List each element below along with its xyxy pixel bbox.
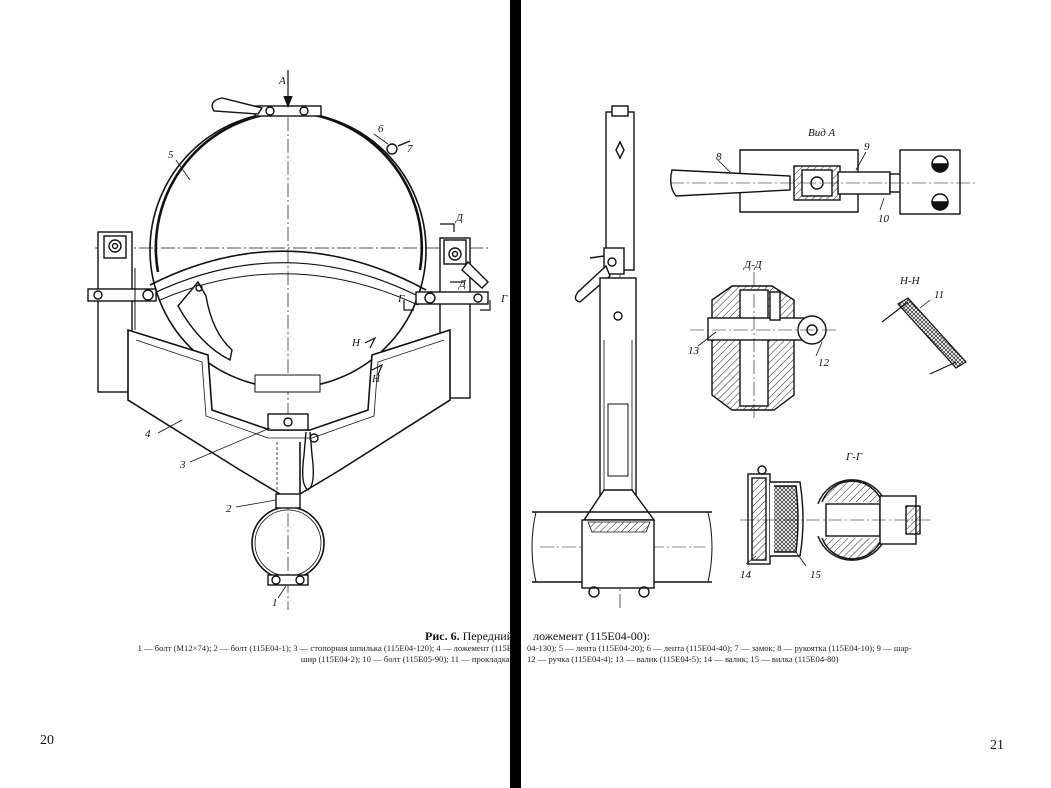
label-12: 12 (818, 357, 830, 369)
label-section-dd-title: Д-Д (743, 259, 763, 271)
figure-legend-right: 04-130); 5 — лента (115Е04-20); 6 — лент… (527, 643, 1007, 665)
label-10: 10 (878, 213, 890, 225)
label-5: 5 (168, 149, 174, 161)
label-view-a-title: Вид А (808, 127, 836, 139)
legend-right-line-2: 12 — ручка (115Е04-4); 13 — валик (115Е0… (527, 654, 839, 664)
cradle-body (127, 328, 451, 501)
book-gutter (510, 0, 521, 788)
label-6: 6 (378, 123, 384, 135)
legend-left-line-2: шир (115Е04-2); 10 — болт (115Е05-90); 1… (300, 654, 512, 664)
label-4: 4 (145, 428, 151, 440)
label-view-a-arrow: А (278, 75, 286, 87)
legend-right-line-1: 04-130); 5 — лента (115Е04-20); 6 — лент… (527, 643, 912, 653)
section-nn (881, 297, 967, 375)
stop-pin-3 (267, 413, 319, 491)
label-3: 3 (179, 459, 186, 471)
label-section-n-top: Н (351, 337, 361, 349)
label-section-nn-title: Н-Н (899, 275, 921, 287)
left-post (87, 231, 157, 393)
label-2: 2 (226, 503, 232, 515)
figure-caption-title: Рис. 6. Передний ложемент (115Е04-00): (425, 629, 725, 644)
label-1: 1 (272, 597, 278, 609)
label-section-n-bottom: Н (371, 373, 381, 385)
label-section-d-top: Д (455, 212, 464, 224)
page-number-right: 21 (990, 738, 1004, 753)
technical-drawing: А 5 6 7 4 3 2 1 Д Д Г Г Н Н (87, 70, 975, 610)
figure-title-left: Передний (462, 629, 514, 643)
label-section-g-left: Г (397, 293, 405, 305)
section-gg (740, 465, 930, 567)
label-7: 7 (407, 143, 413, 155)
label-8: 8 (716, 151, 722, 163)
side-view (531, 105, 713, 610)
lock-7-icon (386, 143, 398, 155)
figure-label: Рис. 6. (425, 629, 460, 643)
figure-legend-left: 1 — болт (М12×74); 2 — болт (115Е04-1); … (40, 643, 512, 665)
label-14: 14 (740, 569, 752, 581)
top-lock (211, 70, 322, 117)
legend-left-line-1: 1 — болт (М12×74); 2 — болт (115Е04-1); … (137, 643, 512, 653)
label-9: 9 (864, 141, 870, 153)
label-section-g-right: Г (500, 293, 508, 305)
view-a (669, 149, 975, 215)
page-number-left: 20 (40, 733, 54, 748)
drawing-svg: А 5 6 7 4 3 2 1 Д Д Г Г Н Н (87, 70, 975, 610)
label-15: 15 (810, 569, 822, 581)
figure-title-right: ложемент (115Е04-00): (533, 629, 651, 643)
label-section-gg-title: Г-Г (845, 451, 863, 463)
front-view (87, 70, 491, 610)
label-13: 13 (688, 345, 700, 357)
section-dd (690, 272, 836, 420)
label-section-d-bottom: Д (458, 278, 467, 290)
label-11: 11 (934, 289, 944, 301)
left-lever (177, 280, 233, 362)
